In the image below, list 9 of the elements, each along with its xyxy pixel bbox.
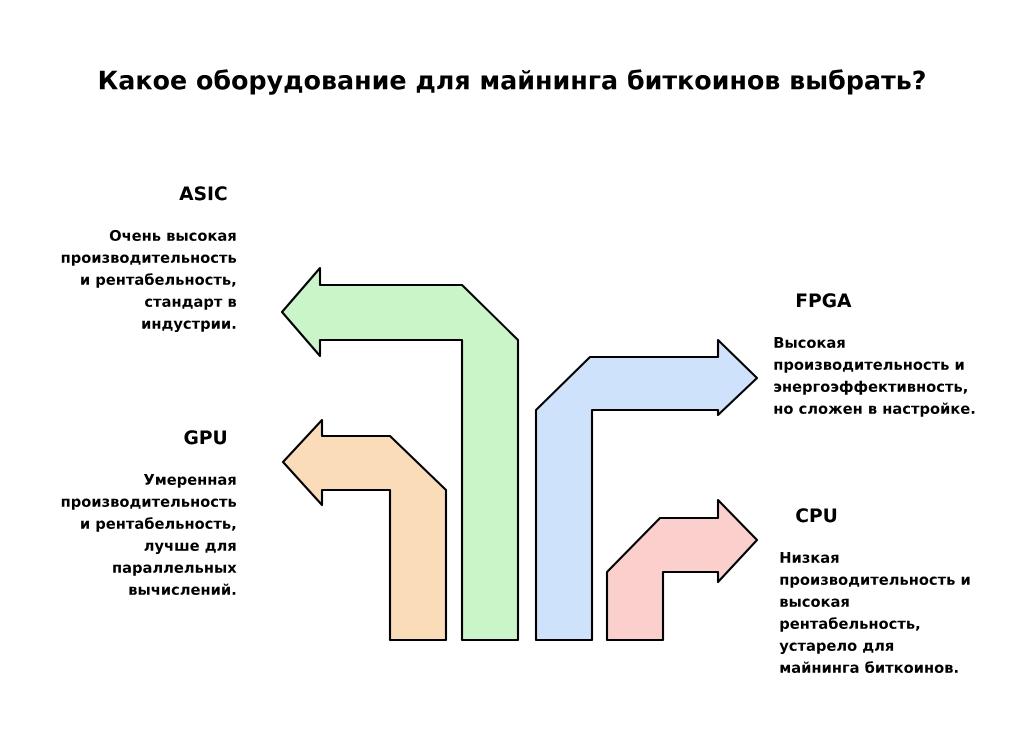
description: Очень высокая производительность и рентабельность, стандарт в индустрии. — [61, 229, 237, 332]
heading: FPGA — [797, 293, 852, 308]
description: Высокая производительность и энергоэффективность, но сложен в настройке. — [774, 337, 975, 417]
description: Умеренная производительность и рентабельность, лучше для параллельных вычислений. — [61, 474, 237, 595]
heading: ASIC — [179, 186, 227, 201]
heading: CPU — [796, 508, 837, 523]
heading: GPU — [184, 430, 226, 445]
description: Низкая производительность и высокая рентабельность, устарело для майнинга биткоинов. — [779, 552, 970, 673]
title: Какое оборудование для майнинга биткоинов выбрать? — [99, 69, 925, 95]
